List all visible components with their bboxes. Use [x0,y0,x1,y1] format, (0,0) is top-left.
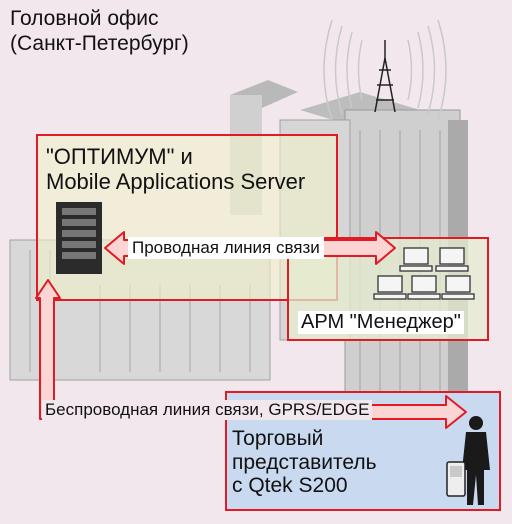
server-label: "ОПТИМУМ" и Mobile Applications Server [46,144,306,194]
server-rack-icon [56,202,102,274]
wireless-link-label: Беспроводная линия связи, GPRS/EDGE [42,400,373,420]
radio-tower-icon [323,19,447,121]
sales-rep-line3: с Qtek S200 [232,474,348,498]
sales-rep-line1: Торговый [232,427,324,450]
wired-link-label: Проводная линия связи [128,237,324,259]
head-office-title: Головной офис (Санкт-Петербург) [10,6,189,56]
sales-rep-line2: представитель [232,450,377,474]
head-office-line1: Головной офис [10,7,159,30]
server-label-line1: "ОПТИМУМ" и [46,144,193,169]
sales-rep-label: Торговый представитель с Qtek S200 [232,427,377,498]
sales-rep-person-icon [462,416,490,505]
head-office-line2: (Санкт-Петербург) [10,32,189,56]
workstations-label: АРМ "Менеджер" [298,311,464,334]
qtek-phone-icon [446,461,466,497]
server-label-line2: Mobile Applications Server [46,168,306,194]
workstation-computers-icon [373,247,475,300]
